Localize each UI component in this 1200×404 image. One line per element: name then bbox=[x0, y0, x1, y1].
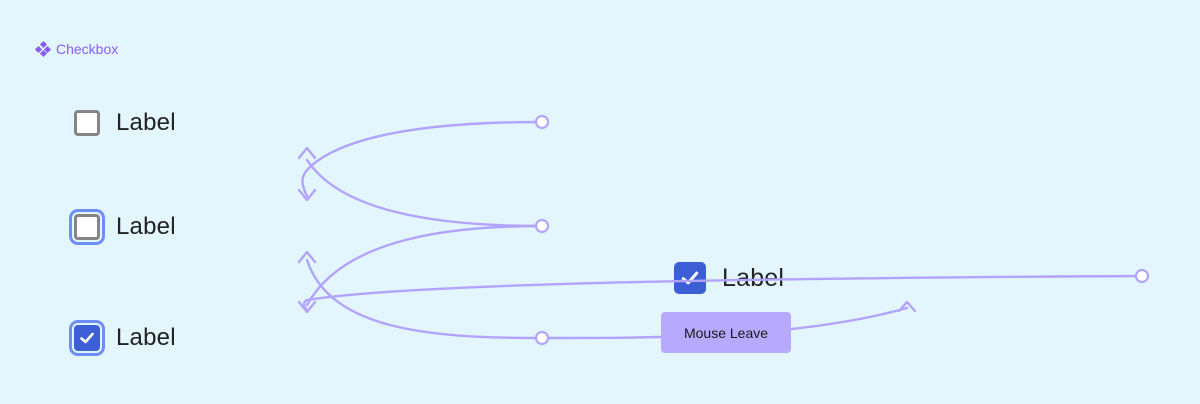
component-name: Checkbox bbox=[56, 41, 119, 57]
arrowhead-icon bbox=[297, 250, 317, 264]
checkbox-label: Label bbox=[116, 213, 176, 240]
arrowhead-icon bbox=[297, 188, 317, 202]
connector-node bbox=[534, 114, 550, 130]
component-name-tag[interactable]: Checkbox bbox=[34, 40, 119, 58]
connector-line bbox=[301, 120, 543, 198]
checkbox[interactable] bbox=[674, 262, 706, 294]
checkbox-variant-focused[interactable]: Label bbox=[74, 213, 176, 241]
checkbox-label: Label bbox=[116, 324, 176, 351]
checkbox-variant-focused-checked[interactable]: Label bbox=[74, 324, 176, 352]
connector-node bbox=[534, 218, 550, 234]
checkbox-variant-default[interactable]: Label bbox=[74, 109, 176, 137]
arrowhead-icon bbox=[297, 146, 317, 160]
checkbox[interactable] bbox=[74, 214, 100, 240]
interaction-trigger-badge[interactable]: Mouse Leave bbox=[661, 312, 791, 353]
connector-node bbox=[534, 330, 550, 346]
connector-line bbox=[305, 158, 543, 228]
checkmark-icon bbox=[681, 271, 699, 285]
connector-line bbox=[305, 258, 543, 340]
connector-line bbox=[305, 224, 543, 307]
component-diamond-icon bbox=[34, 40, 52, 58]
checkmark-icon bbox=[80, 332, 94, 344]
checkbox-label: Label bbox=[722, 263, 785, 292]
arrowhead-icon bbox=[297, 300, 317, 314]
trigger-label: Mouse Leave bbox=[683, 324, 769, 341]
checkbox-label: Label bbox=[116, 109, 176, 136]
arrowhead-icon bbox=[897, 300, 917, 313]
checkbox[interactable] bbox=[74, 325, 100, 351]
checkbox[interactable] bbox=[74, 110, 100, 136]
checkbox-destination[interactable]: Label bbox=[674, 262, 784, 294]
connector-node bbox=[1134, 268, 1150, 284]
